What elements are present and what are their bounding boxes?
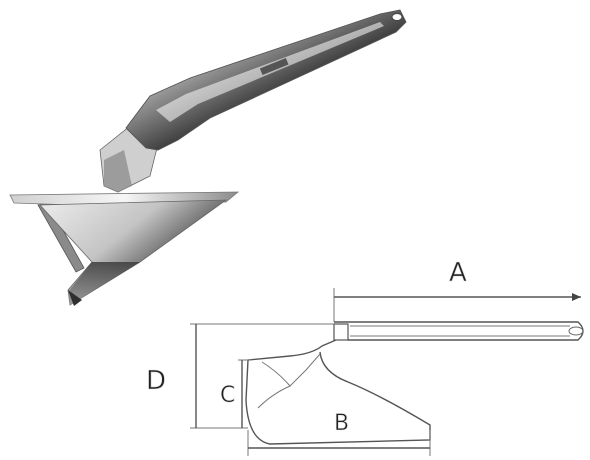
dim-c-label: C xyxy=(220,383,235,408)
anchor-hinge-shadow xyxy=(104,150,132,192)
dimension-diagram: A D C B xyxy=(146,258,584,456)
diagram-hinge xyxy=(333,323,349,341)
dim-a-label: A xyxy=(449,258,467,288)
anchor-blade-tip xyxy=(68,290,82,306)
anchor-photo xyxy=(9,9,407,306)
anchor-marking xyxy=(259,57,289,75)
dim-b-label: B xyxy=(334,411,349,436)
anchor-shank-eye-icon xyxy=(391,13,403,21)
diagram-blade-inner2 xyxy=(289,353,321,387)
dim-a-arrow-icon xyxy=(572,293,581,301)
dim-d-label: D xyxy=(146,366,166,396)
diagram-blade-inner xyxy=(257,361,291,409)
diagram-shank-eye-icon xyxy=(568,326,584,336)
anchor-blade-underside xyxy=(68,262,140,305)
anchor-shank-highlight xyxy=(156,22,384,122)
diagram-shank xyxy=(334,321,584,341)
diagram-blade xyxy=(245,339,431,445)
